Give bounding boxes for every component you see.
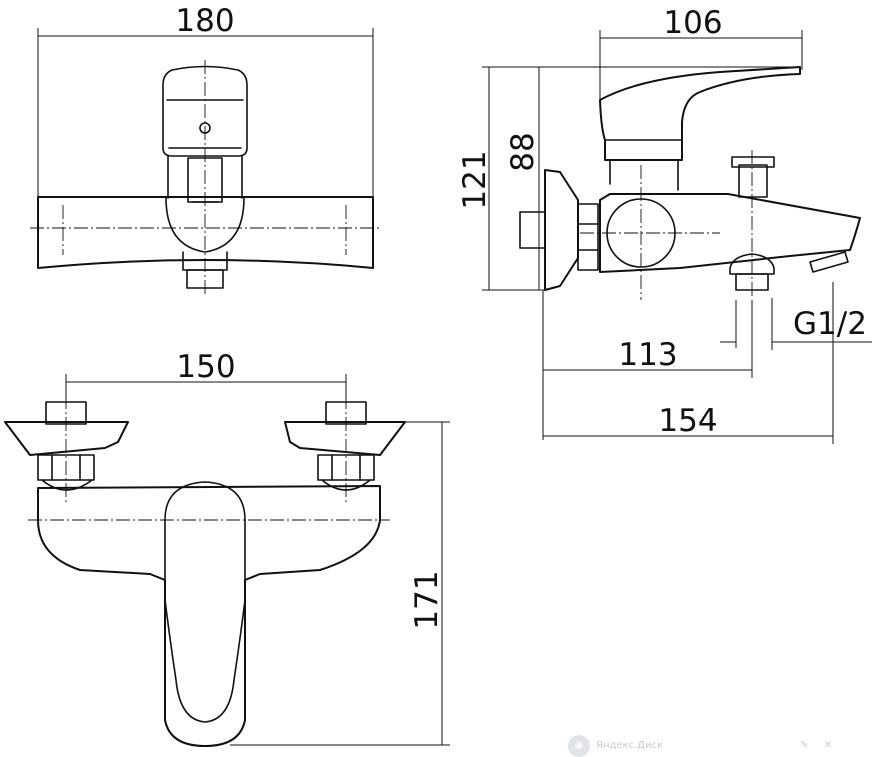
dim-171-label: 171 — [409, 570, 445, 629]
front-view: 180 — [30, 3, 380, 296]
top-right-flange — [284, 421, 406, 456]
top-handle — [164, 481, 246, 723]
side-handle — [599, 66, 801, 161]
dimension-spout-center: 113 — [542, 290, 753, 440]
dim-88-label: 88 — [505, 132, 541, 171]
side-view: 106 121 88 — [457, 5, 872, 444]
yandex-disk-icon: ◉ — [568, 734, 590, 757]
side-outlet — [729, 253, 775, 275]
side-nut — [577, 203, 599, 271]
side-diverter — [738, 164, 768, 198]
watermark-service-name: Яндекс.Диск — [596, 740, 664, 751]
dim-154-label: 154 — [658, 403, 717, 439]
dimension-side-body: 88 — [505, 67, 541, 290]
dimension-top-depth: 171 — [230, 421, 450, 746]
dim-150-label: 150 — [176, 349, 235, 385]
front-body — [37, 196, 374, 269]
dim-106-label: 106 — [663, 5, 722, 41]
dimension-side-length: 154 — [543, 345, 834, 444]
dimension-side-height: 121 — [457, 66, 800, 291]
dimension-connection-spacing: 150 — [65, 349, 347, 405]
top-left-flange — [4, 421, 129, 456]
top-view: 150 171 — [4, 349, 450, 747]
dimension-front-width: 180 — [37, 3, 374, 198]
dimension-thread: G1/2 — [771, 282, 872, 350]
side-body — [599, 193, 861, 273]
watermark-actions[interactable]: ✎ ✕ — [800, 740, 838, 751]
side-wall-flange — [544, 169, 579, 291]
dim-121-label: 121 — [457, 150, 493, 209]
yandex-disk-watermark: ◉ Яндекс.Диск ✎ ✕ — [568, 734, 868, 757]
dimension-side-handle: 106 — [599, 5, 803, 100]
front-handle — [162, 65, 248, 157]
dim-113-label: 113 — [618, 337, 677, 373]
top-body — [37, 485, 381, 747]
thread-label: G1/2 — [793, 306, 867, 342]
dim-180-label: 180 — [175, 3, 234, 39]
